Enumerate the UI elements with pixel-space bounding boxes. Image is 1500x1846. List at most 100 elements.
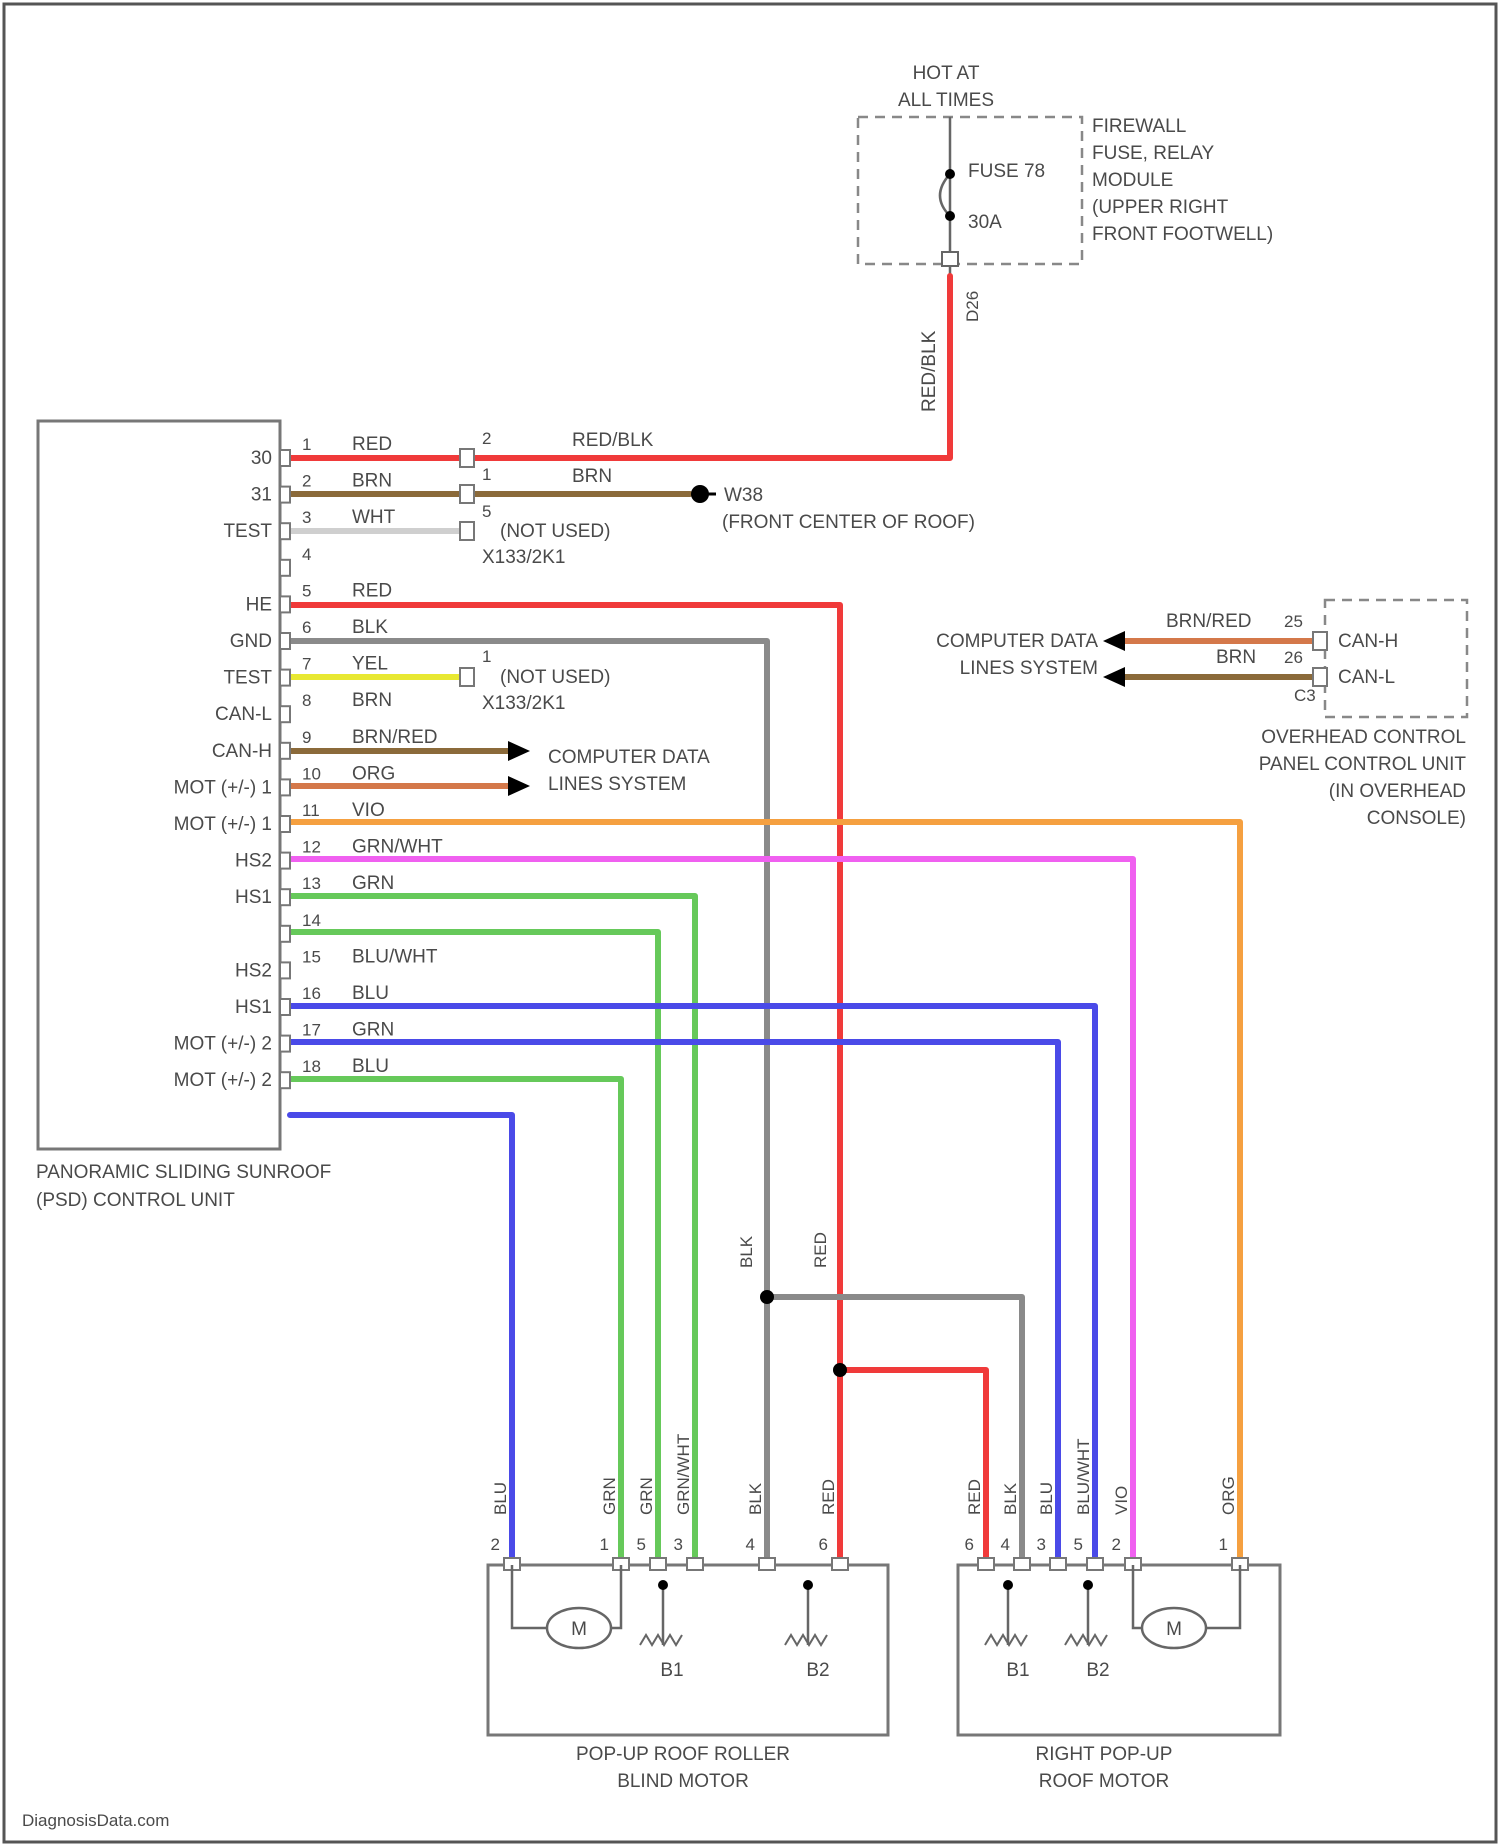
ground-name: W38 [724,485,763,506]
cu-pin-9-terminal [280,743,290,759]
cu-pin-17-number: 17 [302,1021,321,1040]
left_motor-pin-5: 6 [819,1535,828,1554]
cu-pin-10-terminal [280,779,290,795]
overhead-name-1: OVERHEAD CONTROL [1261,727,1466,748]
junction-blk [760,1290,774,1304]
connector-a-wire-2: BRN [572,466,612,487]
right_motor-pin-5: 1 [1219,1535,1228,1554]
junction-red [833,1363,847,1377]
connector-b-not-used: (NOT USED) [500,667,610,688]
wire-pin12-grnwht [290,896,695,1563]
cu-pin-9-wire: BRN/RED [352,727,438,748]
cu-pin-12-terminal [280,853,290,869]
cu-pin-12-function: HS2 [235,851,272,872]
cu-pin-5-function: HE [246,594,272,615]
cu-pin-18-terminal [280,1072,290,1088]
module-label-2: FUSE, RELAY [1092,143,1214,164]
connector-x133-a: 2 1 5 RED/BLK BRN (NOT USED) X133/2K1 [460,429,654,568]
cu-pin-2-function: 31 [251,485,272,506]
module-label-5: FRONT FOOTWELL) [1092,224,1273,245]
connector-a-num-1: 2 [482,429,491,448]
cu-pin-16-terminal [280,999,290,1015]
left_motor-wire-4: BLK [746,1482,765,1515]
cu-pin-2-wire: BRN [352,471,392,492]
connector-a-pin-2 [460,485,474,503]
connector-a-pin-3 [460,522,474,540]
fuse-name: FUSE 78 [968,161,1045,182]
hot-label-2: ALL TIMES [898,90,994,111]
left_motor-wire-3: GRN/WHT [674,1434,693,1515]
right_motor-pin-1: 4 [1001,1535,1010,1554]
right-motor-name-1: RIGHT POP-UP [1036,1744,1173,1765]
cu-pin-16-wire: BLU [352,983,389,1004]
connector-x133-b: 1 (NOT USED) X133/2K1 [460,647,610,714]
cu-pin-18-function: MOT (+/-) 2 [174,1070,272,1091]
overhead-pin1-num: 25 [1284,612,1303,631]
cu-pin-13-function: HS1 [235,887,272,908]
junction-red-label: RED [811,1232,830,1268]
overhead-name-3: (IN OVERHEAD [1329,781,1466,802]
right-motor-m: M [1166,1619,1182,1640]
ground-w38: W38 (FRONT CENTER OF ROOF) [691,485,975,533]
cu-pin-13-wire: GRN [352,873,394,894]
cu-pin-7-wire: YEL [352,654,388,675]
fuse-module-terminal [942,252,958,266]
left_motor-wire-5: RED [819,1479,838,1515]
right-motor-name-2: ROOF MOTOR [1039,1771,1170,1792]
cu-pin-1-wire: RED [352,434,392,455]
cu-pin-7-terminal [280,670,290,686]
wire-pin13-grn [290,932,658,1563]
cu-pin-5-number: 5 [302,581,311,600]
data-lines-left: COMPUTER DATA LINES SYSTEM [508,741,710,796]
cu-pin-4-number: 4 [302,545,311,564]
cu-pin-17-wire: GRN [352,1020,394,1041]
left-motor-name-2: BLIND MOTOR [617,1771,749,1792]
cu-pin-6-wire: BLK [352,617,388,638]
cu-pin-6-terminal [280,633,290,649]
cu-pin-2-terminal [280,487,290,503]
connector-a-not-used: (NOT USED) [500,521,610,542]
cu-pin-6-number: 6 [302,618,311,637]
overhead-conn: C3 [1294,686,1316,705]
wires [290,276,1320,1563]
cu-pin-8-number: 8 [302,691,311,710]
left_motor-wire-0: BLU [491,1482,510,1515]
right_motor-wire-4: VIO [1112,1486,1131,1515]
cu-pin-3-number: 3 [302,508,311,527]
cu-pin-17-function: MOT (+/-) 2 [174,1034,272,1055]
feed-wire-label: RED/BLK [919,330,940,412]
connector-b-pin [460,668,474,686]
left_motor-wire-1: GRN [600,1477,619,1515]
overhead-pin-25 [1313,632,1327,650]
cu-pin-13-number: 13 [302,874,321,893]
left_motor-terminal-3 [687,1558,703,1570]
right_motor-terminal-0 [978,1558,994,1570]
left-motor-m: M [571,1619,587,1640]
left_motor-terminal-4 [759,1558,775,1570]
cu-pin-14-terminal [280,926,290,942]
left_motor-terminal-5 [832,1558,848,1570]
hot-label-1: HOT AT [913,63,980,84]
right_motor-pin-2: 3 [1037,1535,1046,1554]
left_motor-pin-0: 2 [491,1535,500,1554]
cu-pin-1-terminal [280,450,290,466]
cu-pin-2-number: 2 [302,472,311,491]
overhead-control-unit: COMPUTER DATA LINES SYSTEM BRN/RED 25 BR… [936,600,1467,829]
right_motor-pin-0: 6 [965,1535,974,1554]
right_motor-wire-5: ORG [1219,1476,1238,1515]
overhead-unit-box [1325,600,1467,717]
cu-pin-3-terminal [280,523,290,539]
overhead-wire-1: BRN/RED [1166,611,1252,632]
cu-pin-5-terminal [280,596,290,612]
left_motor-pin-2: 5 [637,1535,646,1554]
left-sensor1: B1 [660,1660,683,1681]
right_motor-pin-3: 5 [1074,1535,1083,1554]
cu-pin-14-number: 14 [302,911,321,930]
overhead-data-2: LINES SYSTEM [960,658,1098,679]
cu-pin-16-function: HS1 [235,997,272,1018]
overhead-name-2: PANEL CONTROL UNIT [1259,754,1467,775]
left_motor-pin-4: 4 [746,1535,755,1554]
